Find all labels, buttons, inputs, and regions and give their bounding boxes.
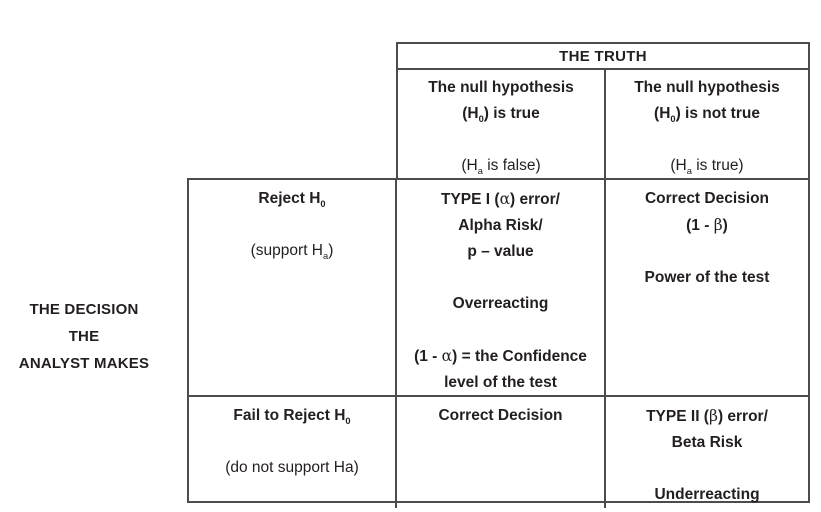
cell-correct-decision-power: Correct Decision (1 - β) Power of the tes… <box>606 180 808 397</box>
cell-type-2-error: TYPE II (β) error/Beta Risk Underreactin… <box>606 397 808 508</box>
text-line: THE <box>68 328 100 345</box>
text-line: Reject H0 <box>258 190 326 210</box>
column-header-null-not-true: The null hypothesis (H0) is not true (Ha … <box>606 70 808 178</box>
text-line: TYPE II (β) error/ <box>646 407 768 425</box>
text-line: Correct Decision <box>438 407 563 424</box>
column-header-null-true: The null hypothesis (H0) is true (Ha is f… <box>398 70 606 178</box>
text-line: (do not support Ha) <box>225 459 359 476</box>
text-line: (1 - β) <box>686 216 728 234</box>
cell-correct-decision: Correct Decision <box>397 397 606 508</box>
text-line: THE DECISION <box>29 301 139 318</box>
text-line: (Ha is false) <box>461 157 541 177</box>
text-line: p – value <box>467 243 534 260</box>
text-line <box>397 317 604 343</box>
text-line: Beta Risk <box>671 434 743 451</box>
text-line: level of the test <box>444 374 557 391</box>
text-line: Power of the test <box>644 269 770 286</box>
text-line: The null hypothesis <box>428 79 574 96</box>
text-line: (support Ha) <box>250 242 334 262</box>
text-line: The null hypothesis <box>634 79 780 96</box>
text-line: Fail to Reject H0 <box>233 407 351 427</box>
text-line <box>606 239 808 265</box>
text-line: ANALYST MAKES <box>18 355 150 372</box>
text-line: Overreacting <box>452 295 549 312</box>
text-line <box>189 429 395 455</box>
truth-axis-header: THE TRUTH <box>396 42 810 70</box>
text-line <box>397 265 604 291</box>
text-line <box>189 212 395 238</box>
decision-axis-label: THE DECISION THE ANALYST MAKES <box>8 296 160 377</box>
text-line <box>606 456 808 482</box>
decision-matrix: Reject H0 (support Ha) TYPE I (α) error/… <box>187 178 810 508</box>
row-header-fail-to-reject-h0: Fail to Reject H0 (do not support Ha) <box>189 397 397 508</box>
row-header-reject-h0: Reject H0 (support Ha) <box>189 180 397 397</box>
text-line: (H0) is true <box>462 105 540 125</box>
text-line: Underreacting <box>654 486 760 503</box>
text-line: Alpha Risk/ <box>458 217 543 234</box>
text-line: Correct Decision <box>644 190 770 207</box>
text-line <box>606 127 808 153</box>
cell-type-1-error: TYPE I (α) error/Alpha Risk/p – value Ov… <box>397 180 606 397</box>
text-line: TYPE I (α) error/ <box>440 190 560 208</box>
text-line: (Ha is true) <box>670 157 744 177</box>
text-line: (1 - α) = the Confidence <box>414 347 587 365</box>
text-line: (H0) is not true <box>654 105 760 125</box>
truth-column-headers: The null hypothesis (H0) is true (Ha is f… <box>396 70 810 178</box>
truth-axis-title: THE TRUTH <box>559 47 647 65</box>
text-line <box>398 127 604 153</box>
